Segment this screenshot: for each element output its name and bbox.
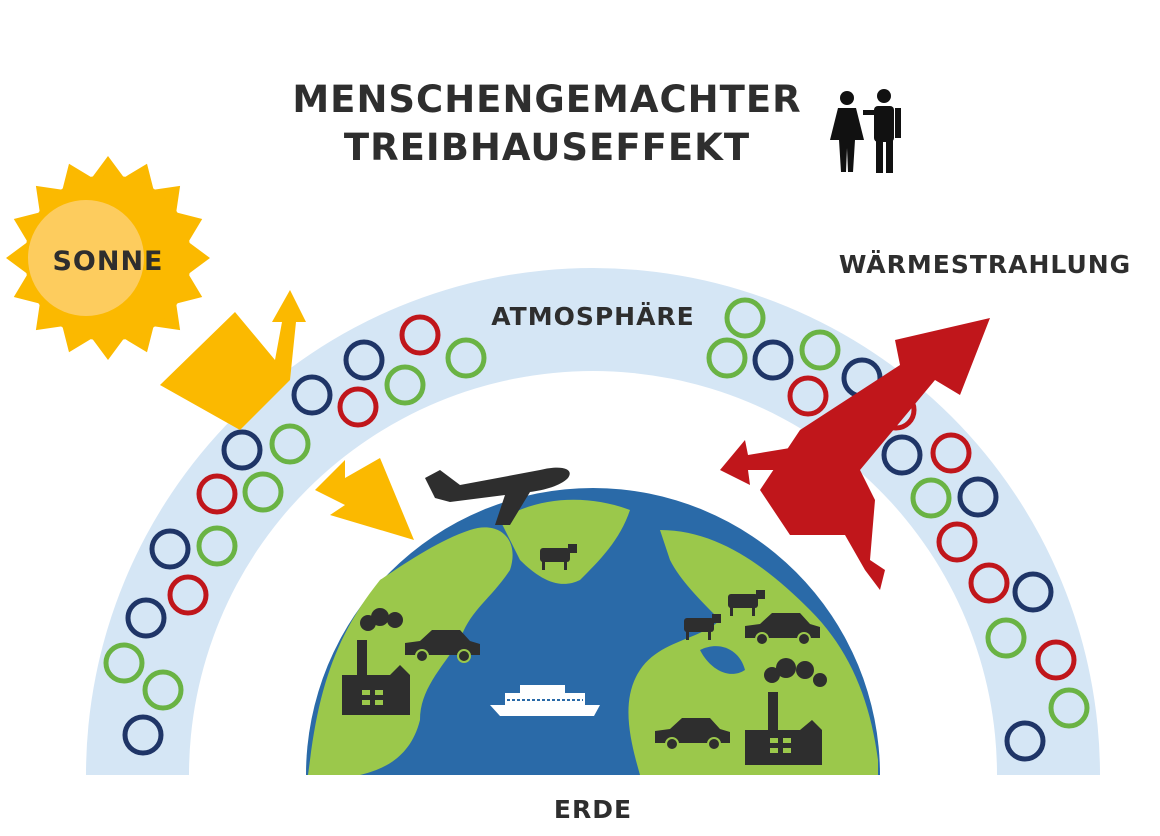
greenhouse-gas-molecule-icon [337, 386, 379, 428]
airplane-icon [425, 467, 570, 525]
greenhouse-gas-molecule-icon [399, 314, 441, 356]
greenhouse-gas-molecule-icon [1048, 687, 1090, 729]
greenhouse-gas-molecule-icon [103, 642, 145, 684]
greenhouse-gas-molecule-icon [142, 669, 184, 711]
greenhouse-gas-molecule-icon [968, 562, 1010, 604]
greenhouse-gas-molecule-icon [242, 471, 284, 513]
greenhouse-gas-molecule-icon [149, 528, 191, 570]
greenhouse-gas-molecule-icon [167, 574, 209, 616]
earth-label: ERDE [554, 795, 632, 824]
greenhouse-gas-molecule-icon [445, 337, 487, 379]
greenhouse-gas-molecule-icon [196, 525, 238, 567]
sun-icon [6, 156, 210, 360]
greenhouse-gas-molecule-icon [752, 339, 794, 381]
title-line-2: TREIBHAUSEFFEKT [344, 126, 750, 169]
cruise-ship-icon [490, 685, 600, 716]
greenhouse-gas-molecule-icon [269, 423, 311, 465]
greenhouse-gas-molecule-icon [787, 375, 829, 417]
greenhouse-gas-molecule-icon [724, 297, 766, 339]
greenhouse-gas-molecule-icon [1035, 639, 1077, 681]
greenhouse-gas-molecule-icon [985, 617, 1027, 659]
sun-label: SONNE [52, 246, 163, 277]
people-icon [830, 89, 901, 173]
greenhouse-gas-molecule-icon [799, 329, 841, 371]
greenhouse-gas-molecule-icon [384, 364, 426, 406]
greenhouse-gas-molecule-icon [291, 374, 333, 416]
greenhouse-gas-molecule-icon [196, 473, 238, 515]
greenhouse-gas-molecule-icon [881, 434, 923, 476]
atmosphere-label: ATMOSPHÄRE [491, 301, 695, 331]
greenhouse-gas-molecule-icon [125, 597, 167, 639]
greenhouse-gas-molecule-icon [706, 337, 748, 379]
atmosphere-arc [86, 268, 1100, 775]
cow-icon [540, 544, 765, 640]
greenhouse-gas-molecule-icon [343, 339, 385, 381]
greenhouse-gas-molecule-icon [910, 477, 952, 519]
sunlight-arrow-icon [160, 290, 414, 540]
greenhouse-gas-molecule-icon [1004, 720, 1046, 762]
heat-radiation-label: WÄRMESTRAHLUNG [839, 249, 1131, 279]
title-line-1: MENSCHENGEMACHTER [292, 78, 801, 121]
greenhouse-gas-molecule-icon [957, 476, 999, 518]
car-icon [405, 613, 820, 751]
heat-arrow-icon [720, 318, 990, 590]
greenhouse-gas-molecule-icon [221, 429, 263, 471]
greenhouse-gas-molecule-icon [930, 432, 972, 474]
factory-icon [342, 608, 827, 765]
greenhouse-gas-molecule-icon [122, 714, 164, 756]
greenhouse-gas-molecule-icon [1012, 571, 1054, 613]
greenhouse-gas-molecule-icon [936, 521, 978, 563]
